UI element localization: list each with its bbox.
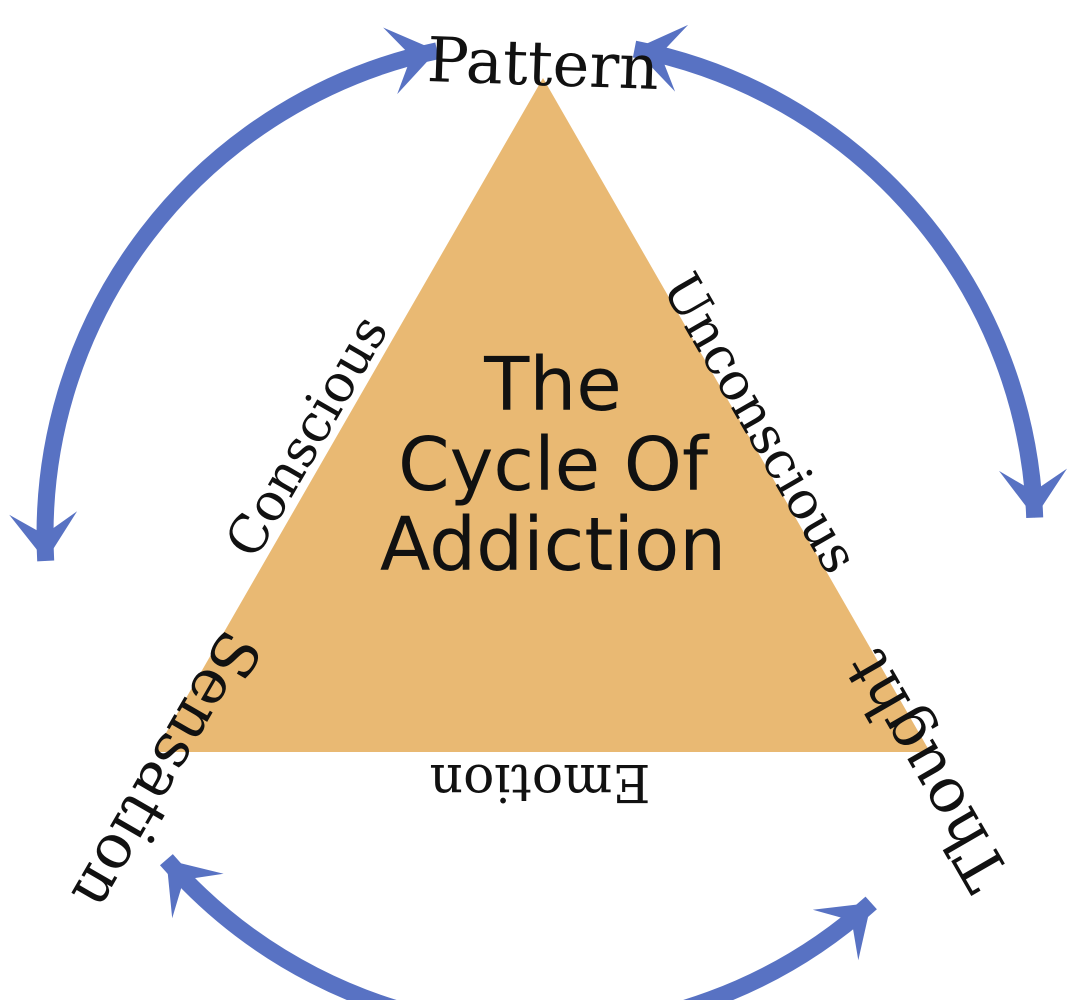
- arrow-ring: [9, 24, 1067, 1000]
- addiction-triangle: [155, 78, 930, 752]
- vertex-label-thought: Thought: [829, 639, 1024, 903]
- arc-sensation-to-pattern: [36, 42, 439, 562]
- center-title-line-3: Addiction: [380, 502, 726, 588]
- arrowhead-icon: [383, 27, 438, 95]
- center-title-line-1: The: [483, 342, 622, 428]
- arrowhead-icon: [812, 902, 872, 961]
- vertex-label-pattern: Pattern: [426, 23, 660, 104]
- center-title-line-2: Cycle Of: [398, 422, 710, 508]
- arc-pattern-to-thought: [632, 40, 1044, 519]
- arrowhead-icon: [9, 511, 78, 561]
- arc-thought-sensation: [159, 854, 877, 1000]
- arrowhead-icon: [634, 24, 689, 92]
- edge-label-emotion: Emotion: [430, 752, 651, 812]
- vertex-label-sensation: Sensation: [58, 618, 276, 923]
- arrowhead-icon: [166, 859, 224, 919]
- arrowhead-icon: [999, 468, 1067, 518]
